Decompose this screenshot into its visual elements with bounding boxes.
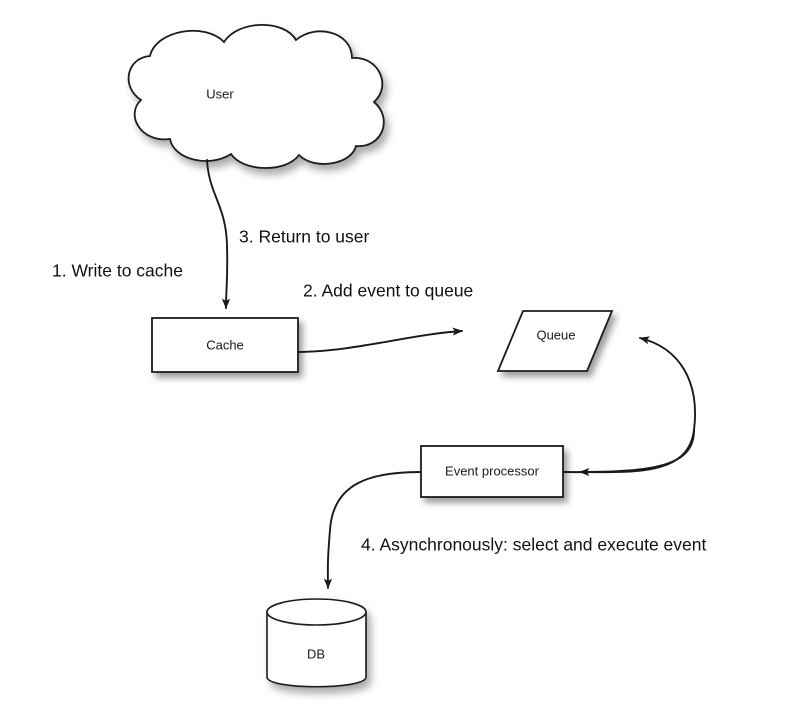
node-queue[interactable]: Queue: [496, 310, 614, 372]
edge-user-to-cache: [206, 159, 231, 310]
node-cache-label: Cache: [206, 337, 244, 352]
node-db-label: DB: [307, 646, 325, 661]
step-label-3: 3. Return to user: [239, 227, 370, 247]
node-event-processor-label: Event processor: [445, 463, 540, 478]
node-user-label: User: [206, 86, 234, 101]
node-user[interactable]: User: [127, 23, 385, 169]
edge-queue-to-processor: [578, 429, 695, 477]
cache-shape: [151, 317, 299, 373]
node-db[interactable]: DB: [266, 598, 367, 688]
step-label-2: 2. Add event to queue: [303, 281, 473, 301]
edge-cache-to-queue: [297, 327, 463, 353]
step-label-1: 1. Write to cache: [52, 261, 183, 281]
step-label-4: 4. Asynchronously: select and execute ev…: [361, 535, 706, 555]
queue-shape: [496, 310, 614, 372]
cloud-shape: [127, 23, 385, 169]
node-queue-label: Queue: [536, 327, 575, 342]
node-event-processor[interactable]: Event processor: [420, 445, 564, 498]
db-cylinder-body: [266, 611, 367, 688]
node-cache[interactable]: Cache: [151, 317, 299, 373]
db-cylinder-top: [266, 598, 367, 626]
edge-processor-to-db: [323, 471, 422, 590]
